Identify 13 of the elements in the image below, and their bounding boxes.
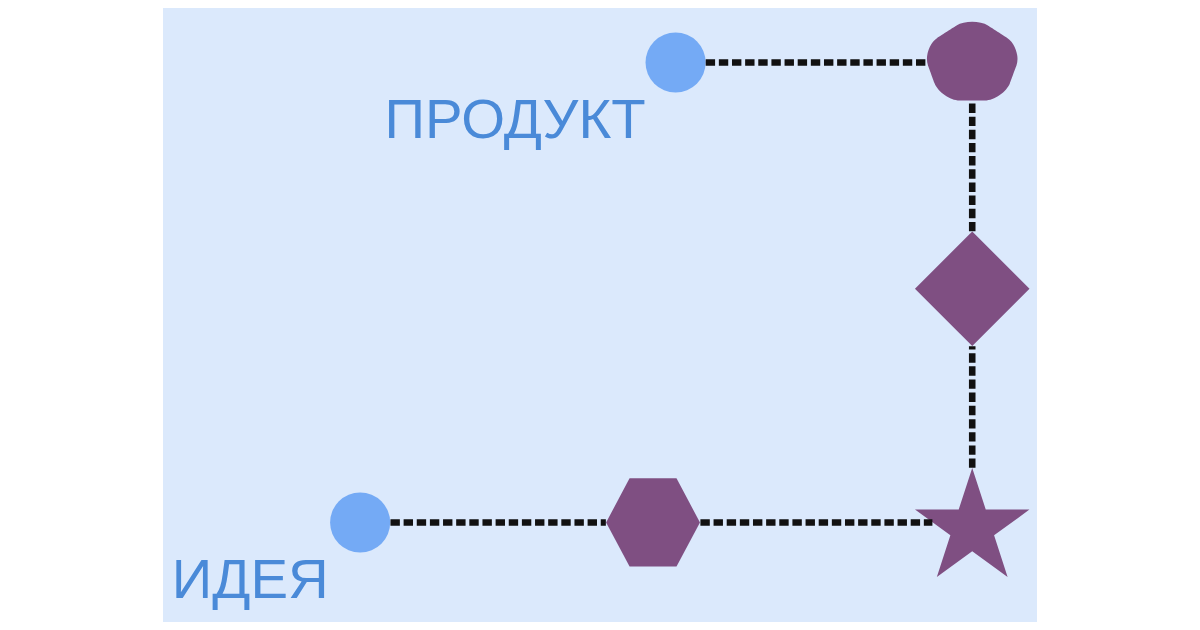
connector xyxy=(705,59,927,66)
connector xyxy=(968,346,976,468)
node-burst xyxy=(915,468,1030,577)
connector xyxy=(968,100,976,232)
node-circle xyxy=(645,32,706,93)
node-hexagon xyxy=(606,478,700,567)
node-star xyxy=(914,231,1030,346)
node-flower xyxy=(926,21,1018,101)
connector xyxy=(700,519,933,526)
node-circle xyxy=(330,492,391,553)
node-label: ПРОДУКТ xyxy=(384,86,646,150)
connector xyxy=(390,519,606,526)
node-label: ИДЕЯ xyxy=(171,546,329,610)
